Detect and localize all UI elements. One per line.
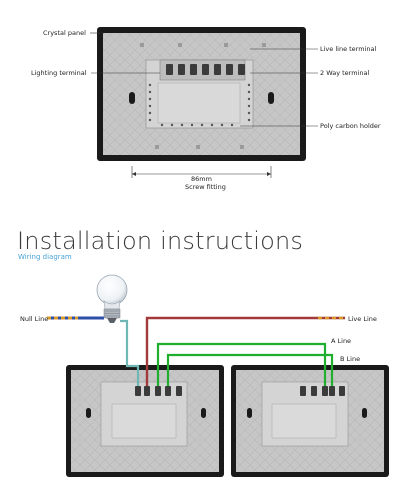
wiring-diagram-subtitle: Wiring diagram xyxy=(18,253,72,261)
crystal-panel-label: Crystal panel xyxy=(43,29,86,37)
null-line-label: Null Line xyxy=(20,315,48,323)
top-switch-diagram: Crystal panel Lighting terminal Live lin… xyxy=(31,27,381,191)
lighting-terminal-label: Lighting terminal xyxy=(31,69,87,77)
b-line-label: B Line xyxy=(340,355,360,363)
screw-slot-left xyxy=(129,92,135,104)
light-bulb-icon xyxy=(96,274,128,323)
wiring-diagram: Null Line Live Line A Line B Line xyxy=(20,274,389,477)
screw-slot-right xyxy=(268,92,274,104)
terminal-block xyxy=(145,59,254,129)
screw-fitting-label: Screw fitting xyxy=(185,183,226,191)
b-line-wire xyxy=(166,353,334,392)
lamp-wire xyxy=(120,319,140,392)
poly-carbon-holder-label: Poly carbon holder xyxy=(320,122,381,130)
dimension-label: 86mm xyxy=(191,175,212,183)
live-line-terminal-label: Live line terminal xyxy=(320,45,376,53)
live-line-wire xyxy=(145,316,345,392)
live-line-label: Live Line xyxy=(348,315,377,323)
installation-title: Installation instructions xyxy=(17,227,303,255)
a-line-label: A Line xyxy=(331,337,351,345)
two-way-terminal-label: 2 Way terminal xyxy=(320,69,369,77)
a-line-wire xyxy=(156,342,327,392)
